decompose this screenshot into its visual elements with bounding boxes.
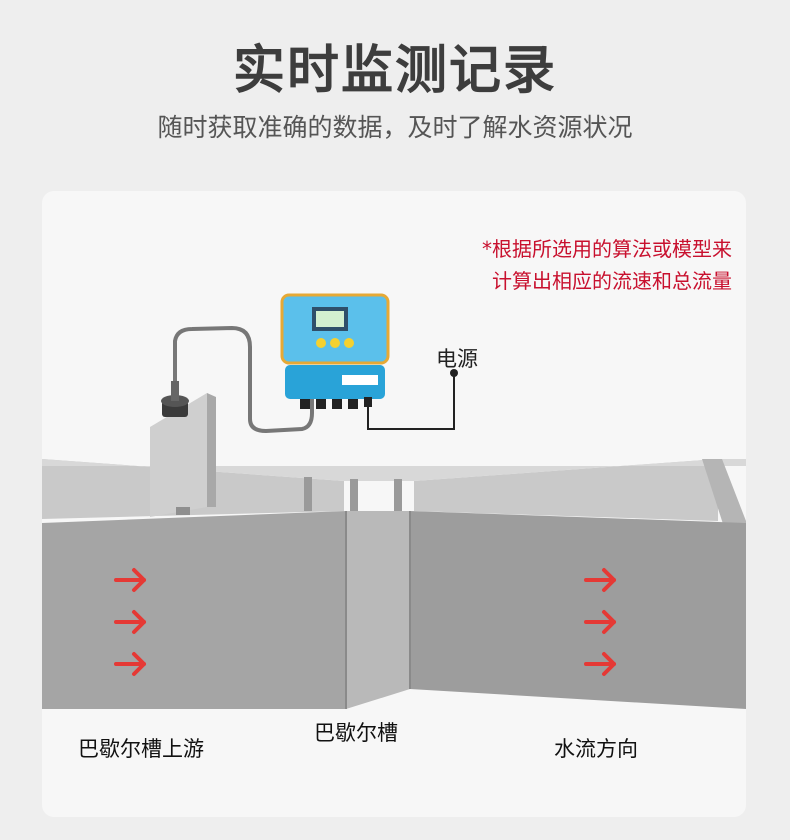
page-subtitle: 随时获取准确的数据，及时了解水资源状况 <box>157 113 633 142</box>
power-cable <box>367 373 455 430</box>
flume-illustration <box>42 293 746 709</box>
device-button-3 <box>344 338 354 348</box>
flume-front-wall-right <box>410 511 746 709</box>
device-button-2 <box>330 338 340 348</box>
throat-post-3 <box>394 479 402 511</box>
flume-frame-right <box>702 459 746 527</box>
algorithm-note: *根据所选用的算法或模型来 计算出相应的流速和总流量 <box>482 233 732 297</box>
power-terminal <box>450 369 458 377</box>
algorithm-note-line-2: 计算出相应的流速和总流量 <box>492 269 732 293</box>
throat-post-1 <box>304 477 312 511</box>
flume-top-rim <box>42 459 746 481</box>
algorithm-note-line-1: *根据所选用的算法或模型来 <box>482 237 732 261</box>
flow-arrows-left <box>114 568 146 676</box>
stilling-well <box>150 393 207 517</box>
device-base <box>285 365 385 399</box>
flow-direction-label: 水流方向 <box>554 737 638 761</box>
flume-front-wall-middle <box>346 511 410 709</box>
flume-front-wall-left <box>42 511 346 709</box>
upstream-label: 巴歇尔槽上游 <box>78 737 204 761</box>
device-nameplate <box>342 375 378 385</box>
flow-arrows-right <box>584 568 616 676</box>
diagram-card: *根据所选用的算法或模型来 计算出相应的流速和总流量 电源 巴歇尔槽上游 巴歇尔… <box>42 191 746 817</box>
power-label: 电源 <box>436 347 478 371</box>
flume-back-wall-right <box>414 459 718 521</box>
flume-label: 巴歇尔槽 <box>314 721 398 745</box>
throat-post-2 <box>350 479 358 511</box>
device-button-1 <box>316 338 326 348</box>
page-title: 实时监测记录 <box>232 41 557 101</box>
sensor-cable <box>173 325 314 434</box>
